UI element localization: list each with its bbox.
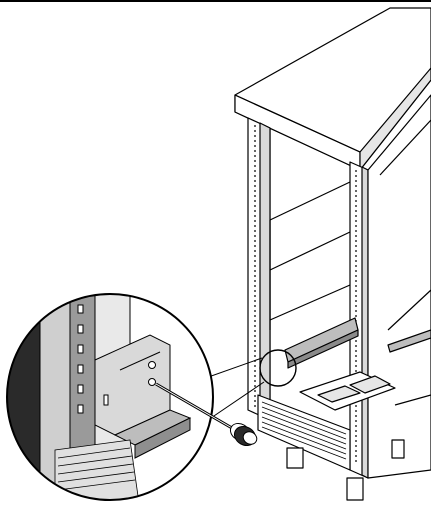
bracket-screw-2 xyxy=(148,378,156,386)
rail-bracket xyxy=(94,334,192,459)
bracket-screw-1 xyxy=(148,361,156,369)
rear-rail xyxy=(387,329,431,353)
callout-vent-grille xyxy=(54,439,141,500)
callout-dark-wall xyxy=(7,294,41,500)
screwdriver xyxy=(155,382,258,447)
cabinet-base xyxy=(257,371,396,471)
detail-target-circle xyxy=(259,349,297,387)
callout-leader-bottom xyxy=(207,381,265,421)
cabinet-shelves xyxy=(269,181,351,330)
cabinet-feet xyxy=(286,439,405,501)
detail-callout xyxy=(6,293,214,501)
rail-holes xyxy=(77,304,84,414)
vent-grille xyxy=(261,401,347,460)
cabinet-top xyxy=(234,7,431,171)
cabinet-left-post xyxy=(247,117,271,421)
cabinet-side-panel xyxy=(367,94,431,479)
rack-cabinet xyxy=(234,7,431,501)
mounting-rail xyxy=(284,317,359,369)
screwdriver-handle xyxy=(229,422,258,447)
